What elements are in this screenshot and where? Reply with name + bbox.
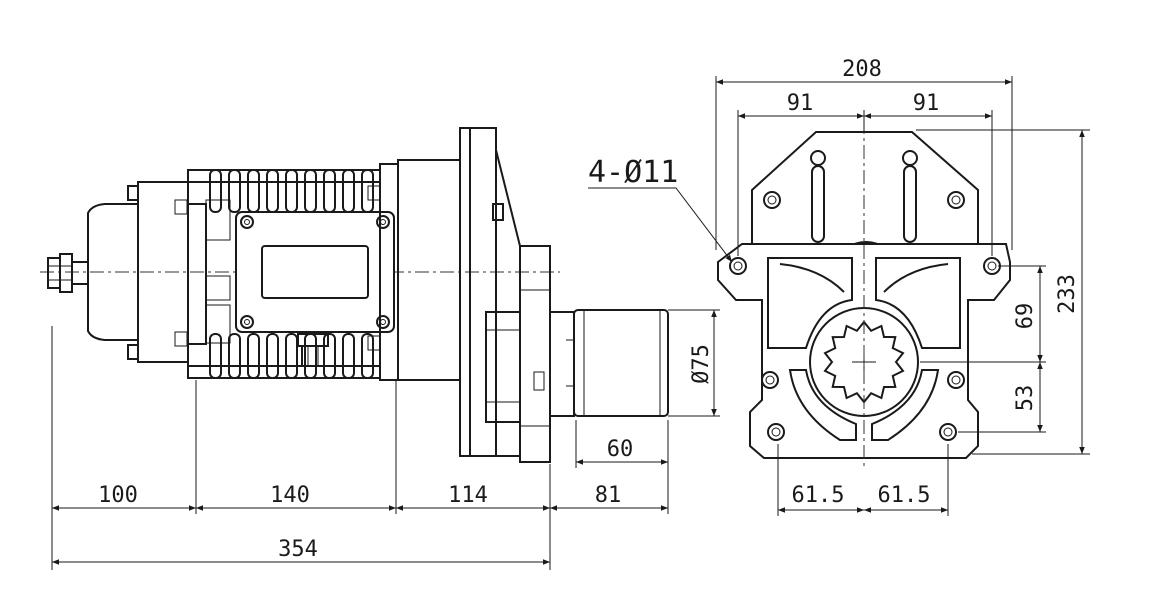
- cooling-fin: [209, 333, 222, 379]
- gearbox-body: [367, 127, 575, 463]
- terminal-bolt: [47, 253, 89, 293]
- dim-text-61-5-left: 61.5: [792, 483, 845, 508]
- hole-note-text: 4-Ø11: [588, 155, 678, 190]
- end-view: 208 91 91 233 69 53 61.5 61.5 4-Ø11: [588, 57, 1090, 516]
- dim-text-208: 208: [842, 57, 882, 82]
- dim-text-91-right: 91: [913, 91, 940, 116]
- cooling-fin: [266, 169, 279, 213]
- side-dimension-lines: [52, 310, 717, 565]
- cooling-fin: [228, 333, 241, 379]
- side-view: 100 140 114 81 354 60 Ø75: [40, 127, 720, 570]
- end-extension-lines: [715, 76, 1090, 516]
- cooling-fin: [342, 169, 355, 213]
- dim-text-69: 69: [1013, 303, 1038, 330]
- dim-text-100: 100: [98, 483, 138, 508]
- dim-text-91-left: 91: [787, 91, 814, 116]
- cooling-fin: [228, 169, 241, 213]
- cooling-fin: [342, 333, 355, 379]
- cooling-fin: [304, 333, 317, 379]
- terminal-box: [235, 211, 395, 367]
- cooling-fin: [247, 169, 260, 213]
- dim-text-114: 114: [448, 483, 488, 508]
- top-mounting-plate: [751, 131, 979, 249]
- dim-text-81: 81: [595, 483, 622, 508]
- output-shaft: [566, 309, 669, 417]
- cooling-fin: [323, 169, 336, 213]
- dim-text-60: 60: [607, 437, 634, 462]
- dim-text-354: 354: [278, 537, 318, 562]
- cooling-fin: [323, 333, 336, 379]
- cooling-fin: [285, 333, 298, 379]
- dim-text-dia75: Ø75: [689, 344, 714, 384]
- end-dimension-lines: [588, 79, 1085, 513]
- dim-text-233: 233: [1055, 274, 1080, 314]
- cooling-fin: [285, 169, 298, 213]
- cooling-fin: [361, 333, 374, 379]
- hole-note-leader: [588, 187, 733, 263]
- cooling-fin: [266, 333, 279, 379]
- dim-text-140: 140: [270, 483, 310, 508]
- side-extension-lines: [51, 309, 720, 570]
- cooling-fin: [304, 169, 317, 213]
- cooling-fin: [247, 333, 260, 379]
- cooling-fin: [209, 169, 222, 213]
- dim-text-61-5-right: 61.5: [878, 483, 931, 508]
- dim-text-53: 53: [1013, 385, 1038, 412]
